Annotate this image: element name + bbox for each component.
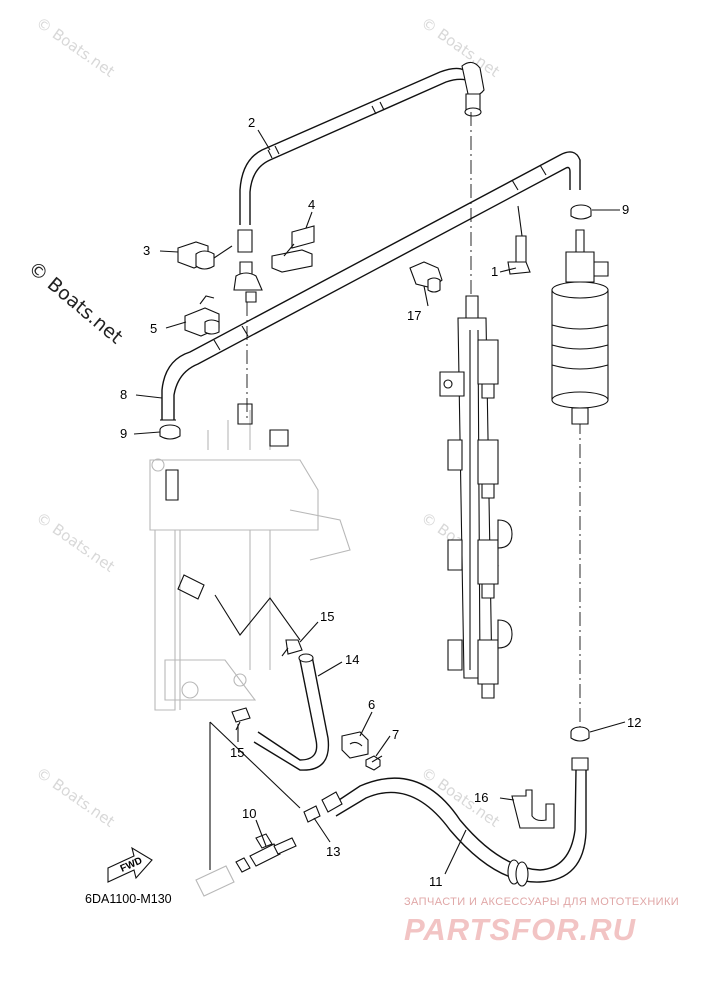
callout-17: 17 [407, 308, 421, 323]
shop-tagline: ЗАПЧАСТИ И АКСЕССУАРЫ ДЛЯ МОТОТЕХНИКИ [404, 896, 679, 908]
callout-15-lower: 15 [230, 745, 244, 760]
watermark-text: © Boats.net [33, 764, 118, 831]
boats-net-watermark: © Boats.net [24, 257, 127, 348]
watermark-text: © Boats.net [33, 509, 118, 576]
clamp-13 [303, 805, 321, 823]
engine-block-outline [149, 403, 351, 711]
watermark-text: © Boats.net [33, 14, 118, 81]
callout-14: 14 [345, 652, 359, 667]
callout-leaders [133, 129, 626, 875]
joint-10 [195, 833, 297, 897]
bolt-7 [365, 755, 383, 771]
callout-labels: 2 4 3 1 5 17 9 8 9 15 14 6 7 15 12 16 10… [120, 115, 641, 889]
fuel-hose-8 [160, 151, 581, 421]
callout-10: 10 [242, 806, 256, 821]
fuel-pump [551, 229, 609, 425]
hose-clip-5 [184, 295, 220, 337]
diagram-code: 6DA1100-M130 [85, 892, 172, 906]
hose-holder-16 [511, 789, 555, 829]
callout-8: 8 [120, 387, 127, 402]
hose-clamp-9-left [159, 424, 181, 440]
hose-clip-1 [507, 205, 531, 275]
shop-logo: PARTSFOR.RU [404, 912, 637, 947]
callout-6: 6 [368, 697, 375, 712]
callout-13: 13 [326, 844, 340, 859]
callout-16: 16 [474, 790, 488, 805]
hose-clip-17 [409, 261, 443, 293]
callout-15-upper: 15 [320, 609, 334, 624]
hose-clamp-9-top [570, 204, 592, 220]
callout-7: 7 [392, 727, 399, 742]
fuel-hose-14 [253, 653, 330, 771]
callout-12: 12 [627, 715, 641, 730]
callout-5: 5 [150, 321, 157, 336]
fuel-hose-11 [321, 769, 587, 887]
callout-11: 11 [429, 874, 443, 889]
forward-direction-arrow: FWD [107, 846, 153, 883]
hose-clamp-15-lower [231, 707, 251, 731]
watermark-text: © Boats.net [418, 14, 503, 81]
callout-2: 2 [248, 115, 255, 130]
hose-clamp-15-upper [281, 639, 303, 657]
callout-9-left: 9 [120, 426, 127, 441]
callout-1: 1 [491, 264, 498, 279]
callout-9-top: 9 [622, 202, 629, 217]
hose-holder-6 [341, 731, 369, 759]
callout-3: 3 [143, 243, 150, 258]
fuel-hose-2 [233, 61, 485, 303]
hose-clip-4 [271, 225, 315, 273]
hose-clamp-12 [570, 726, 590, 771]
fuel-rail-assembly [439, 295, 513, 699]
hose-clip-3 [177, 241, 233, 270]
watermark-layer: © Boats.net © Boats.net © Boats.net © Bo… [33, 14, 503, 831]
callout-4: 4 [308, 197, 315, 212]
